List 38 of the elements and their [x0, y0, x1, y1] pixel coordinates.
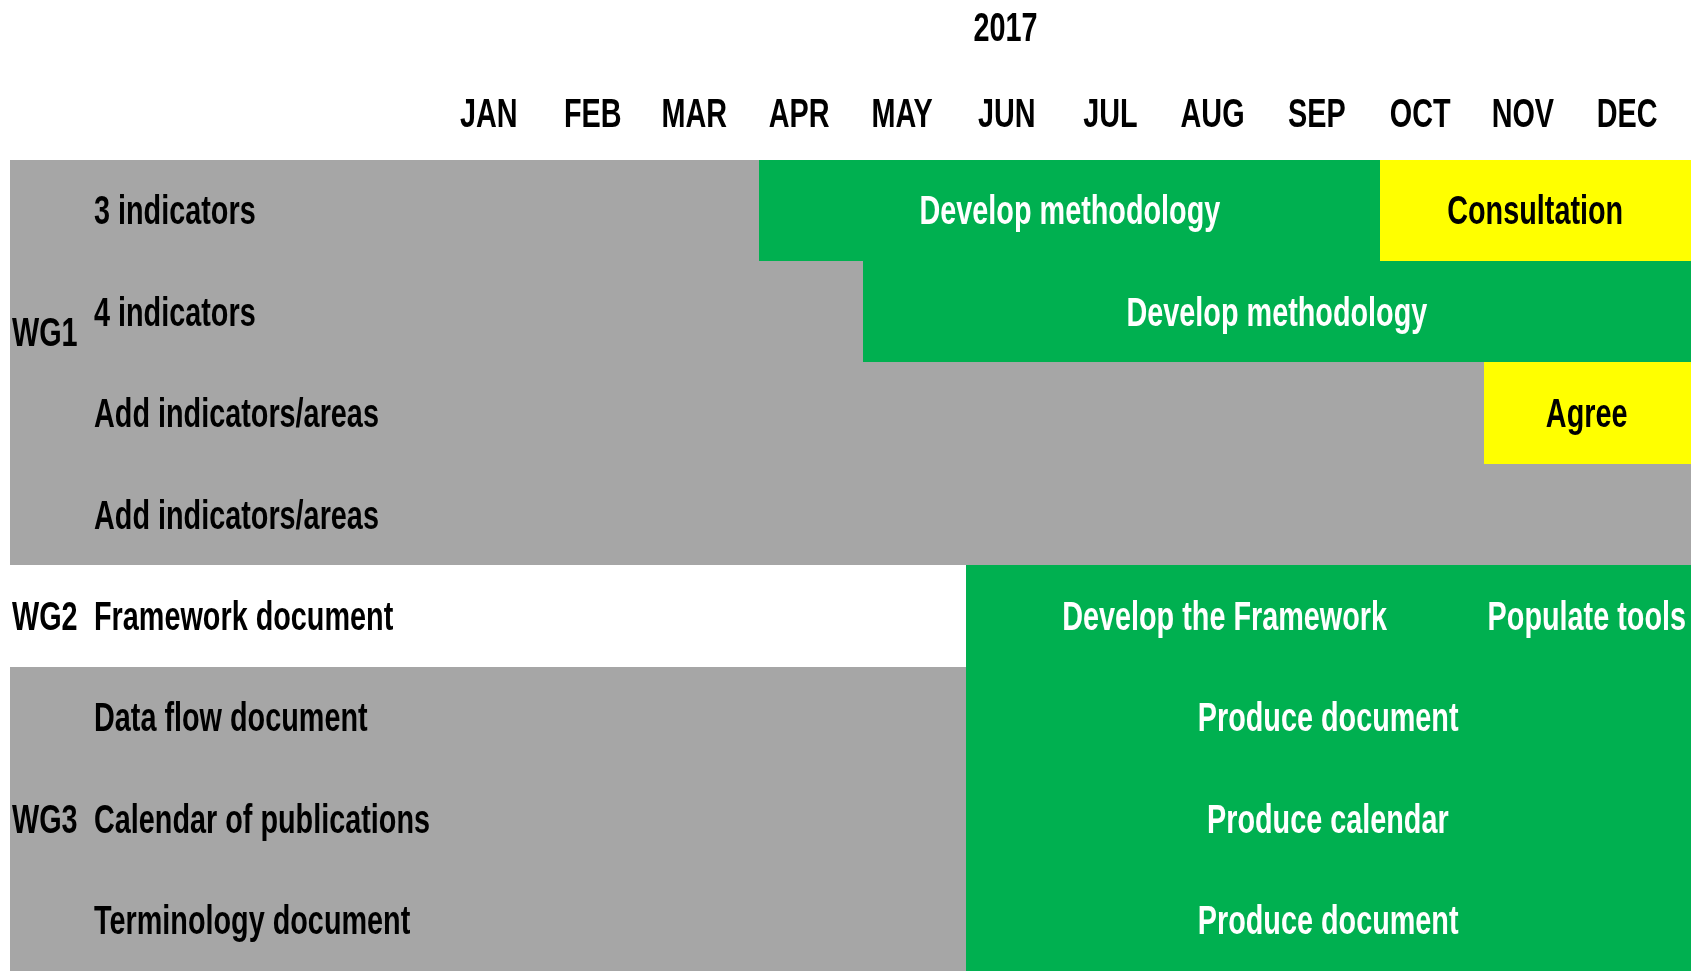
month-label: JUL — [1083, 91, 1138, 135]
row-label: Calendar of publications — [94, 796, 431, 841]
task-bar — [1380, 159, 1691, 261]
bar-label: Produce document — [1197, 898, 1459, 943]
task-bar — [966, 869, 1691, 971]
task-bar — [862, 261, 1691, 363]
bar-label: Develop methodology — [1126, 289, 1427, 334]
row-label: Framework document — [94, 593, 394, 638]
bar-label: Agree — [1546, 391, 1628, 436]
group-label: WG1 — [12, 310, 78, 355]
row-label: 4 indicators — [94, 289, 256, 334]
month-label: DEC — [1596, 91, 1658, 135]
bar-label: Populate tools — [1487, 593, 1687, 638]
month-label: NOV — [1491, 91, 1555, 135]
month-label: JUN — [977, 91, 1036, 135]
bar-label: Produce document — [1197, 695, 1459, 740]
month-label: JAN — [460, 91, 518, 135]
year-label: 2017 — [973, 5, 1038, 49]
row-label: Add indicators/areas — [94, 492, 379, 537]
month-label: OCT — [1389, 91, 1451, 135]
task-bar — [759, 159, 1380, 261]
row-label: Data flow document — [94, 695, 368, 740]
row-label: Add indicators/areas — [94, 391, 379, 436]
group-label: WG2 — [12, 593, 78, 638]
month-label: AUG — [1180, 91, 1245, 135]
bar-label: Develop the Framework — [1062, 593, 1388, 638]
month-label: SEP — [1288, 91, 1346, 135]
row-label: Terminology document — [94, 898, 411, 943]
group-label: WG3 — [12, 796, 78, 841]
month-label: APR — [768, 91, 830, 135]
bar-label: Develop methodology — [919, 188, 1220, 233]
row-label: 3 indicators — [94, 188, 256, 233]
month-label: MAY — [871, 91, 933, 135]
month-label: MAR — [661, 91, 728, 135]
bar-label: Consultation — [1447, 188, 1624, 233]
bar-label: Produce calendar — [1207, 796, 1450, 841]
task-bar — [1483, 362, 1691, 464]
month-label: FEB — [563, 91, 622, 135]
